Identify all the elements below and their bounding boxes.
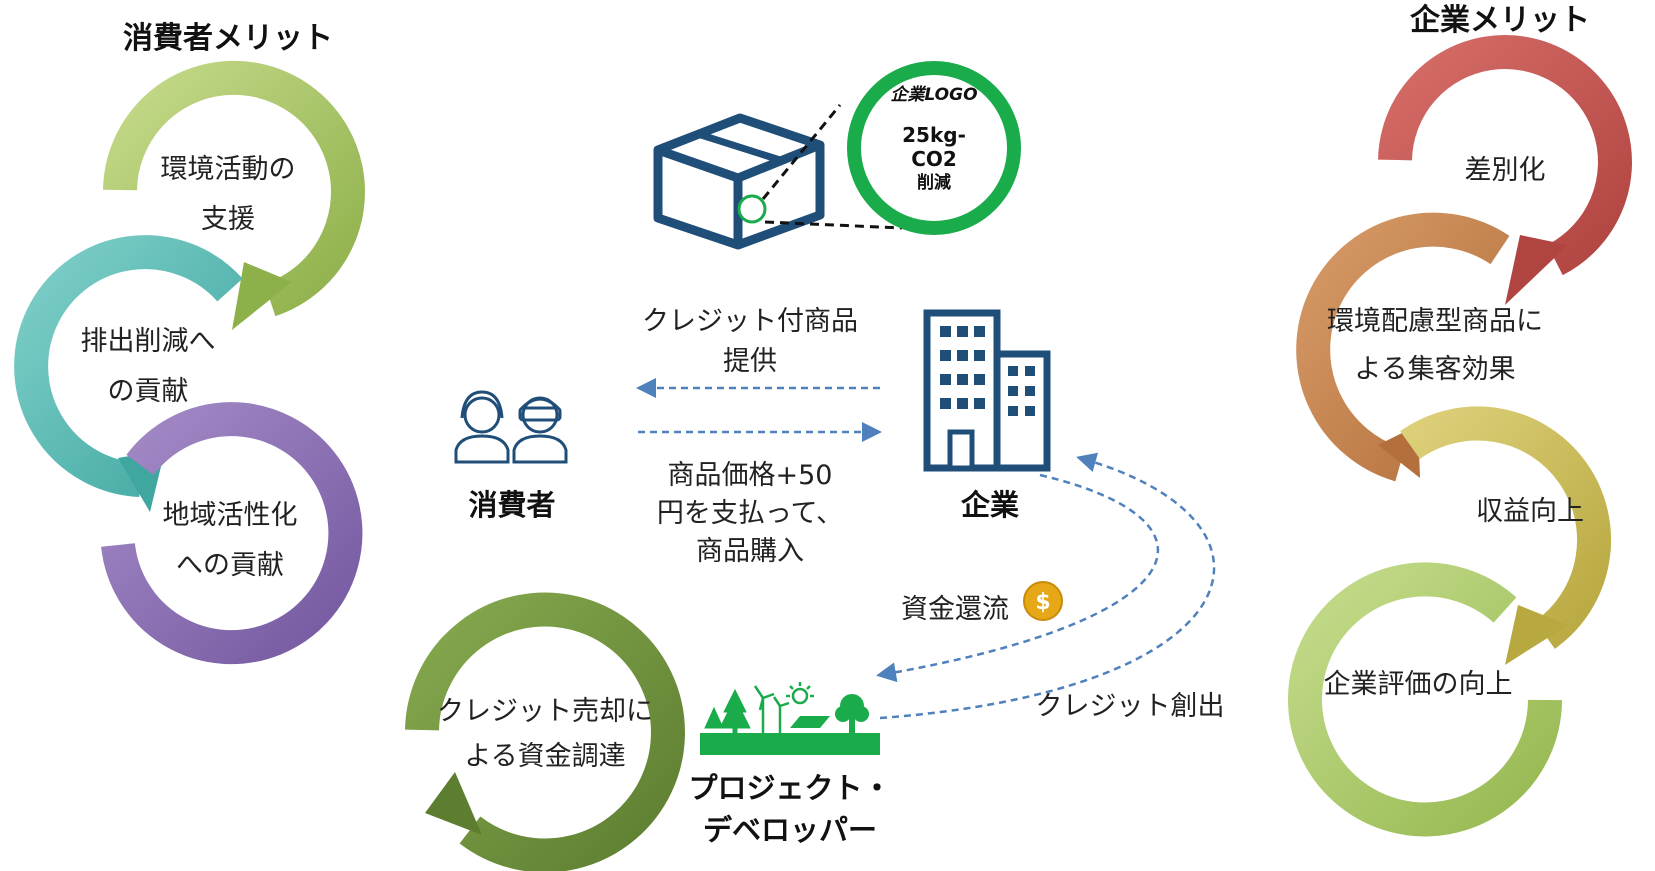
credit-creation-arrow bbox=[879, 452, 1216, 720]
badge-leader-line-upper bbox=[761, 104, 842, 200]
funds-return-arrow bbox=[876, 473, 1160, 683]
co2-badge bbox=[847, 61, 1021, 235]
company-building-icon bbox=[923, 309, 1051, 472]
company-merit-1-line1: 差別化 bbox=[1465, 155, 1546, 186]
pay-line3: 商品購入 bbox=[696, 536, 804, 567]
company-merit-ring-1 bbox=[1378, 35, 1632, 305]
badge-leader-line-lower bbox=[764, 220, 903, 230]
offer-line1: クレジット付商品 bbox=[642, 306, 858, 337]
company-merit-2-line1: 環境配慮型商品に bbox=[1327, 306, 1543, 337]
dollar-symbol: $ bbox=[1035, 590, 1050, 615]
company-merit-3-line1: 収益向上 bbox=[1476, 496, 1584, 527]
consumer-label: 消費者 bbox=[468, 488, 555, 522]
company-merit-ring-3 bbox=[1400, 406, 1611, 665]
pay-line1: 商品価格+50 bbox=[668, 460, 833, 491]
badge-logo-text: 企業LOGO bbox=[890, 85, 977, 105]
developer-merit-ring bbox=[405, 592, 685, 871]
developer-merit-line2: よる資金調達 bbox=[464, 741, 625, 772]
developer-label-line1: プロジェクト・ bbox=[688, 771, 891, 805]
consumer-merit-3-line2: への貢献 bbox=[176, 550, 284, 581]
badge-line1: 25kg- bbox=[902, 123, 966, 147]
badge-line3: 削減 bbox=[917, 172, 951, 193]
consumer-people-icon bbox=[454, 390, 568, 464]
developer-label-line2: デベロッパー bbox=[703, 813, 877, 847]
consumer-merit-1-line2: 支援 bbox=[201, 204, 255, 235]
consumer-merit-3-line1: 地域活性化 bbox=[163, 500, 298, 531]
company-merit-2-line2: よる集客効果 bbox=[1354, 354, 1515, 385]
consumer-merit-2-line1: 排出削減へ bbox=[81, 326, 216, 357]
consumer-merit-ring-3 bbox=[101, 402, 363, 665]
offer-line2: 提供 bbox=[723, 346, 777, 377]
company-label: 企業 bbox=[961, 488, 1019, 522]
credit-creation-label: クレジット創出 bbox=[1036, 691, 1225, 722]
eco-project-icon bbox=[700, 682, 880, 755]
pay-line2: 円を支払って、 bbox=[657, 498, 843, 529]
company-merit-4-line1: 企業評価の向上 bbox=[1324, 669, 1513, 700]
developer-merit-line1: クレジット売却に bbox=[437, 696, 653, 727]
company-merits-title: 企業メリット bbox=[1410, 3, 1590, 38]
package-icon bbox=[653, 113, 825, 250]
consumer-merit-2-line2: の貢献 bbox=[108, 376, 189, 407]
consumer-merit-ring-1 bbox=[103, 60, 365, 330]
consumer-merit-1-line1: 環境活動の bbox=[161, 154, 296, 185]
consumer-merits-title: 消費者メリット bbox=[123, 21, 333, 56]
company-merit-ring-4 bbox=[1288, 562, 1562, 837]
dollar-coin-icon bbox=[1023, 581, 1063, 621]
funds-return-label: 資金還流 bbox=[901, 594, 1009, 625]
badge-line2: CO2 bbox=[911, 147, 957, 171]
